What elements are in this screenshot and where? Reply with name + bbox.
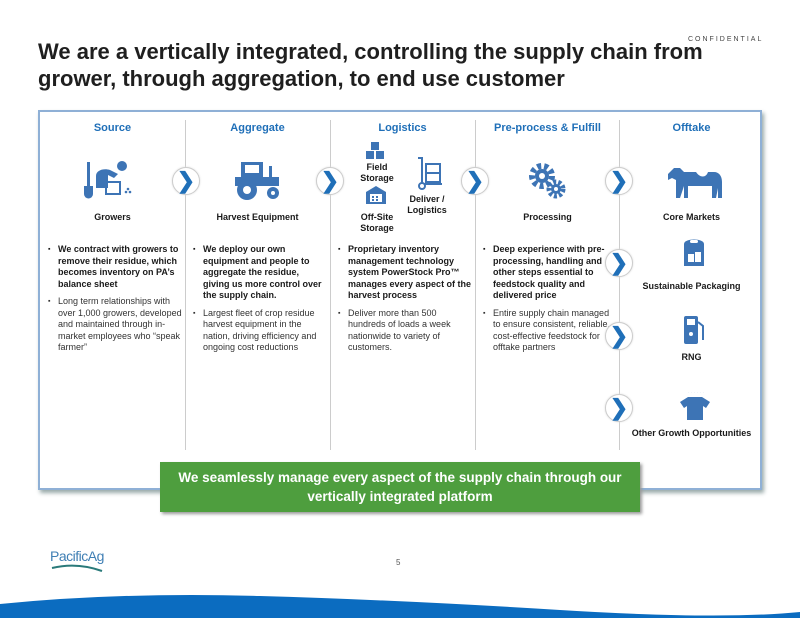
deliver-logistics-label: Deliver / Logistics <box>407 194 447 215</box>
source-bullets: We contract with growers to remove their… <box>48 244 182 360</box>
confidential-label: CONFIDENTIAL <box>688 36 764 43</box>
packaging-icon <box>684 239 704 266</box>
logo-text: PacificAg <box>50 548 104 564</box>
bullet: Largest fleet of crop residue harvest eq… <box>193 308 327 354</box>
pacificag-logo: PacificAg <box>50 548 104 572</box>
bullet: Proprietary inventory management technol… <box>338 244 472 302</box>
core-markets-label: Core Markets <box>662 212 721 222</box>
divider <box>185 120 186 450</box>
footer-wave <box>0 595 800 618</box>
logo-wave-icon <box>51 564 103 572</box>
gears-icon <box>529 163 566 199</box>
aggregate-bullets: We deploy our own equipment and people t… <box>193 244 327 360</box>
grower-icon <box>84 161 132 199</box>
column-header-source: Source <box>93 122 132 134</box>
bullet: Deliver more than 500 hundreds of loads … <box>338 308 472 354</box>
logistics-bullets: Proprietary inventory management technol… <box>338 244 472 360</box>
bullet: Deep experience with pre-processing, han… <box>483 244 611 302</box>
hand-truck-icon <box>418 157 442 190</box>
chevron-right-icon: ❯ <box>605 249 633 277</box>
preprocess-bullets: Deep experience with pre-processing, han… <box>483 244 611 360</box>
divider <box>330 120 331 450</box>
clothing-icon <box>680 392 710 420</box>
bullet: We contract with growers to remove their… <box>48 244 182 290</box>
chevron-right-icon: ❯ <box>605 167 633 195</box>
divider <box>475 120 476 450</box>
column-header-logistics: Logistics <box>378 122 427 134</box>
harvest-equipment-label: Harvest Equipment <box>216 212 299 222</box>
sustainable-packaging-label: Sustainable Packaging <box>642 281 741 291</box>
growers-label: Growers <box>94 212 131 222</box>
chevron-right-icon: ❯ <box>605 322 633 350</box>
chevron-right-icon: ❯ <box>605 394 633 422</box>
field-storage-label: Field Storage <box>360 162 394 183</box>
other-growth-label: Other Growth Opportunities <box>631 428 752 438</box>
processing-label: Processing <box>523 212 572 222</box>
bullet: We deploy our own equipment and people t… <box>193 244 327 302</box>
warehouse-icon <box>366 186 386 204</box>
page-title: We are a vertically integrated, controll… <box>38 39 703 91</box>
chevron-right-icon: ❯ <box>461 167 489 195</box>
column-header-preprocess: Pre-process & Fulfill <box>494 122 601 134</box>
summary-banner: We seamlessly manage every aspect of the… <box>160 462 640 512</box>
rng-label: RNG <box>681 352 702 362</box>
fuel-pump-icon <box>684 316 704 344</box>
column-header-aggregate: Aggregate <box>230 122 285 134</box>
divider <box>619 120 620 450</box>
field-storage-icon <box>366 142 384 159</box>
bullet: Long term relationships with over 1,000 … <box>48 296 182 354</box>
chevron-right-icon: ❯ <box>316 167 344 195</box>
column-header-offtake: Offtake <box>672 122 711 134</box>
offsite-storage-label: Off-Site Storage <box>360 212 394 233</box>
cow-icon <box>668 168 722 198</box>
page-number: 5 <box>396 558 401 567</box>
supply-chain-panel: Source Aggregate Logistics Pre-process &… <box>38 110 762 490</box>
bullet: Entire supply chain managed to ensure co… <box>483 308 611 354</box>
tractor-icon <box>235 162 279 200</box>
chevron-right-icon: ❯ <box>172 167 200 195</box>
